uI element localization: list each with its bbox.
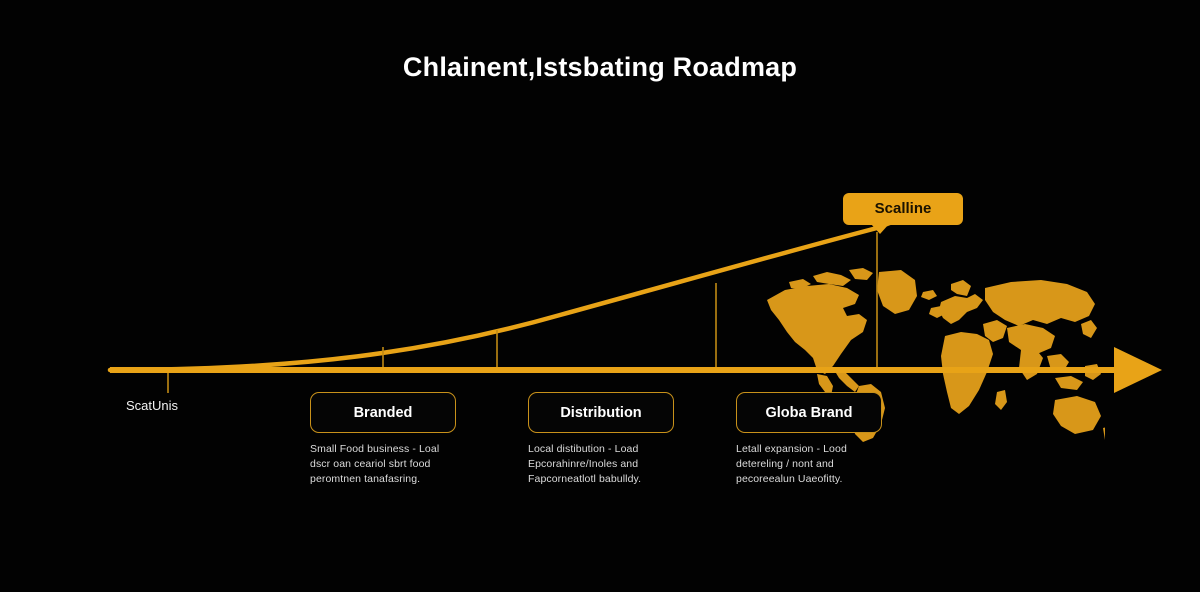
milestone-distribution[interactable]: Distribution Local distibution - Load Ep… [528, 392, 674, 487]
axis-arrow-head [1114, 347, 1162, 393]
desc-line: pecoreealun Uaeofitty. [736, 473, 843, 485]
milestone-chip[interactable]: Globa Brand [736, 392, 882, 433]
peak-callout-label: Scalline [874, 200, 932, 217]
milestone-label: Branded [353, 404, 413, 421]
desc-line: Epcorahinre/Inoles and [528, 458, 639, 470]
desc-line: dscr oan ceariol sbrt food [310, 458, 431, 470]
milestone-global-brand[interactable]: Globa Brand Letall expansion - Lood dete… [736, 392, 882, 487]
page-title: Chlainent,Istsbating Roadmap [402, 52, 798, 82]
desc-line: Fapcorneatlotl babulldy. [528, 473, 642, 485]
desc-line: detereling / nont and [736, 458, 834, 470]
milestone-chip[interactable]: Distribution [528, 392, 674, 433]
desc-line: Small Food business - Loal [310, 443, 440, 455]
desc-line: Local distibution - Load [528, 443, 639, 455]
milestone-description: Letall expansion - Lood detereling / non… [736, 442, 894, 487]
growth-curve [107, 225, 880, 373]
desc-line: peromtnen tanafasring. [310, 473, 421, 485]
milestone-label: Globa Brand [765, 404, 853, 421]
milestone-chip[interactable]: Branded [310, 392, 456, 433]
start-axis-label: ScatUnis [126, 398, 179, 413]
milestone-description: Small Food business - Loal dscr oan cear… [310, 442, 468, 487]
desc-line: Letall expansion - Lood [736, 443, 847, 455]
callout-tail-icon [871, 224, 889, 235]
milestone-branded[interactable]: Branded Small Food business - Loal dscr … [310, 392, 456, 487]
milestone-description: Local distibution - Load Epcorahinre/Ino… [528, 442, 686, 487]
peak-callout-badge[interactable]: Scalline [843, 193, 963, 235]
milestone-label: Distribution [560, 404, 642, 421]
